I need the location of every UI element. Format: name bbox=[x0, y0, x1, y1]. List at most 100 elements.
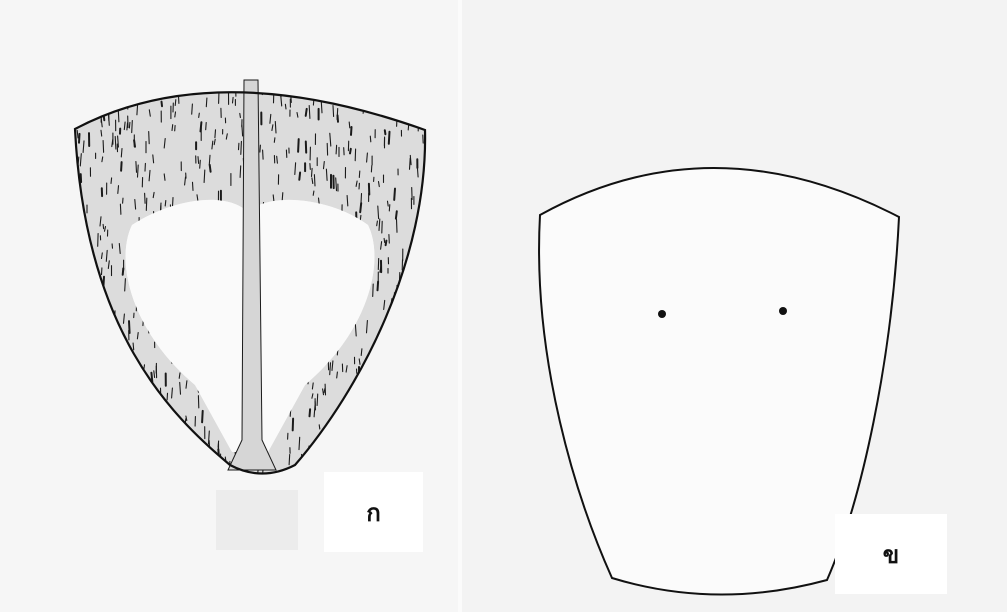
hatch-stroke bbox=[263, 69, 264, 79]
hatch-stroke bbox=[372, 413, 373, 421]
hatch-stroke bbox=[314, 175, 315, 186]
hatch-stroke bbox=[138, 165, 139, 177]
hatch-stroke bbox=[260, 145, 261, 152]
hatch-stroke bbox=[410, 399, 411, 408]
hatch-stroke bbox=[384, 406, 385, 413]
hatch-stroke bbox=[123, 268, 124, 274]
hatch-stroke bbox=[401, 293, 402, 298]
hatch-stroke bbox=[226, 470, 227, 483]
hatch-stroke bbox=[414, 429, 415, 438]
hatch-stroke bbox=[104, 369, 105, 379]
hatch-stroke bbox=[305, 63, 306, 67]
hatch-stroke bbox=[146, 198, 147, 210]
hatch-stroke bbox=[74, 374, 75, 382]
hatch-stroke bbox=[153, 63, 154, 73]
hatch-stroke bbox=[326, 169, 327, 180]
hatch-stroke bbox=[90, 339, 91, 344]
hatch-stroke bbox=[313, 191, 314, 195]
hatch-stroke bbox=[175, 112, 176, 117]
hatch-stroke bbox=[125, 279, 126, 291]
hatch-stroke bbox=[135, 418, 136, 428]
hatch-stroke bbox=[387, 381, 388, 389]
hatch-stroke bbox=[306, 109, 307, 116]
hatch-stroke bbox=[199, 113, 200, 117]
hatch-stroke bbox=[95, 304, 96, 311]
hatch-stroke bbox=[426, 356, 427, 365]
hatch-stroke bbox=[120, 204, 121, 214]
hatch-stroke bbox=[426, 414, 427, 425]
hatch-stroke bbox=[372, 380, 373, 384]
hatch-stroke bbox=[380, 455, 381, 461]
hatch-stroke bbox=[376, 433, 377, 444]
hatch-stroke bbox=[324, 66, 325, 72]
hatch-stroke bbox=[241, 141, 242, 154]
hatch-stroke bbox=[408, 400, 409, 411]
hatch-stroke bbox=[379, 399, 380, 404]
hatch-stroke bbox=[361, 349, 362, 356]
hatch-stroke bbox=[349, 122, 350, 128]
hatch-stroke bbox=[200, 160, 201, 168]
hatch-stroke bbox=[173, 198, 174, 207]
hatch-stroke bbox=[289, 455, 290, 465]
hatch-stroke bbox=[412, 324, 413, 336]
hatch-stroke bbox=[127, 123, 128, 130]
hatch-stroke bbox=[121, 149, 122, 157]
hatch-stroke bbox=[310, 409, 311, 416]
hatch-stroke bbox=[275, 122, 276, 134]
figure-label-a: ก bbox=[324, 472, 423, 552]
hatch-stroke bbox=[119, 376, 120, 383]
marking-dot-left bbox=[658, 310, 666, 318]
hatch-stroke bbox=[405, 74, 406, 86]
hatch-stroke bbox=[419, 282, 420, 291]
hatch-stroke bbox=[263, 150, 264, 159]
hatch-stroke bbox=[206, 123, 207, 130]
hatch-stroke bbox=[309, 106, 310, 119]
hatch-stroke bbox=[370, 136, 371, 142]
hatch-stroke bbox=[191, 473, 192, 486]
hatch-stroke bbox=[149, 132, 150, 144]
hatch-stroke bbox=[425, 75, 426, 88]
hatch-stroke bbox=[165, 201, 166, 206]
hatch-stroke bbox=[389, 205, 390, 211]
hatch-stroke bbox=[192, 104, 193, 114]
hatch-stroke bbox=[86, 382, 87, 390]
hatch-stroke bbox=[396, 211, 397, 218]
hatch-stroke bbox=[410, 397, 411, 405]
hatch-stroke bbox=[319, 425, 320, 429]
hatch-stroke bbox=[377, 221, 378, 226]
hatch-stroke bbox=[114, 66, 115, 77]
hatch-stroke bbox=[98, 313, 99, 325]
hatch-stroke bbox=[115, 137, 116, 150]
hatch-stroke bbox=[425, 316, 426, 326]
hatch-stroke bbox=[135, 82, 136, 94]
hatch-stroke bbox=[299, 437, 300, 449]
hatch-stroke bbox=[70, 87, 71, 95]
hatch-stroke bbox=[113, 463, 114, 468]
hatch-stroke bbox=[128, 60, 129, 70]
hatch-stroke bbox=[409, 98, 410, 105]
hatch-stroke bbox=[107, 322, 108, 326]
hatch-stroke bbox=[361, 371, 362, 383]
hatch-stroke bbox=[298, 87, 299, 92]
hatch-stroke bbox=[381, 350, 382, 358]
hatch-stroke bbox=[429, 389, 430, 400]
hatch-stroke bbox=[104, 116, 105, 120]
hatch-stroke bbox=[177, 459, 178, 468]
hatch-stroke bbox=[84, 442, 85, 455]
hatch-stroke bbox=[204, 170, 205, 183]
hatch-stroke bbox=[117, 423, 118, 436]
hatch-stroke bbox=[78, 286, 79, 298]
hatch-stroke bbox=[361, 373, 362, 378]
hatch-stroke bbox=[309, 72, 310, 80]
hatch-stroke bbox=[274, 138, 275, 143]
hatch-stroke bbox=[183, 85, 184, 95]
hatch-stroke bbox=[325, 449, 326, 457]
hatch-stroke bbox=[422, 294, 423, 300]
hatch-stroke bbox=[86, 379, 87, 386]
hatch-stroke bbox=[407, 275, 408, 284]
hatch-stroke bbox=[285, 104, 286, 109]
hatch-stroke bbox=[89, 271, 90, 276]
hatch-stroke bbox=[71, 193, 72, 200]
hatch-stroke bbox=[375, 375, 376, 384]
hatch-stroke bbox=[359, 171, 360, 177]
